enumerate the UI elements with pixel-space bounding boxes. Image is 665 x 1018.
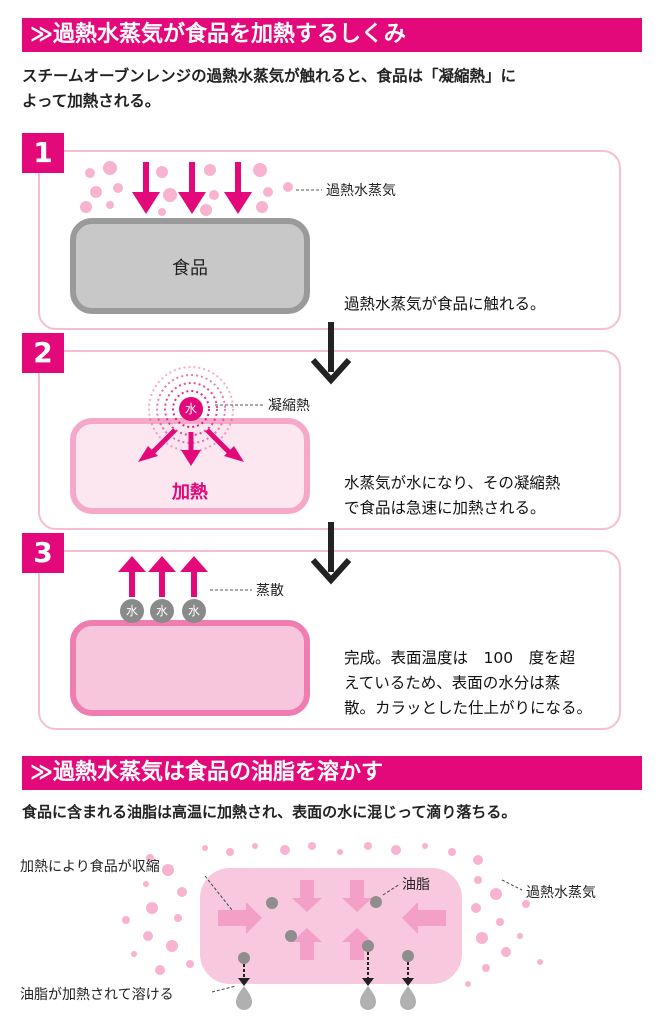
- step-2-caption: 水蒸気が水になり、その凝縮熱 で食品は急速に加熱される。: [344, 471, 560, 521]
- step-3-water-badge-2: 水: [150, 599, 174, 623]
- fat-particles: [238, 896, 414, 964]
- step-1-steam-dots: [80, 161, 293, 216]
- melt-label: 油脂が加熱されて溶ける: [20, 987, 174, 1003]
- step-2-caption-line-2: で食品は急速に加熱される。: [344, 499, 546, 517]
- step-3-caption-line-1: 完成。表面温度は 100 度を超: [344, 649, 576, 667]
- step-3-evaporation-label: 蒸散: [256, 583, 284, 599]
- intro-line-1: スチームオーブンレンジの過熱水蒸気が触れると、食品は「凝縮熱」に: [22, 67, 516, 85]
- fat-label: 油脂: [402, 877, 430, 893]
- step-1-down-arrows: [132, 162, 252, 214]
- section-title-mechanism: ≫過熱水蒸気が食品を加熱するしくみ: [22, 18, 642, 52]
- step-3-caption-line-3: 散。カラッとした仕上がりになる。: [344, 699, 593, 717]
- step-2-caption-line-1: 水蒸気が水になり、その凝縮熱: [344, 474, 561, 492]
- step-1-food-block: 食品: [70, 218, 310, 314]
- intro-line-2: よって加熱される。: [22, 92, 161, 110]
- step-3-caption: 完成。表面温度は 100 度を超 えているため、表面の水分は蒸 散。カラッとした…: [344, 646, 592, 721]
- step-2-condensation-label: 凝縮熱: [268, 398, 310, 414]
- step-1-steam-label: 過熱水蒸気: [326, 183, 396, 199]
- shrink-label: 加熱により食品が収縮: [20, 859, 160, 875]
- step-1-caption-line-1: 過熱水蒸気が食品に触れる。: [344, 295, 546, 313]
- step-2-water-badge: 水: [179, 397, 203, 421]
- steam-label: 過熱水蒸気: [526, 885, 596, 901]
- step-3-water-badge-3: 水: [182, 599, 206, 623]
- step-3-water-badge-1: 水: [120, 599, 144, 623]
- dripping-fat: [236, 952, 416, 1010]
- step-3-up-arrows: [118, 556, 208, 597]
- step-1-caption: 過熱水蒸気が食品に触れる。: [344, 292, 546, 317]
- shrink-arrows: [218, 880, 446, 960]
- step-2-food-label: 加熱: [172, 482, 208, 503]
- step-1-number: 1: [22, 133, 64, 173]
- step-connector-arrows: [310, 322, 352, 585]
- step-3-food-block: [70, 620, 310, 716]
- section-title-fat: ≫過熱水蒸気は食品の油脂を溶かす: [22, 756, 642, 790]
- step-2-number: 2: [22, 333, 64, 373]
- section-2-intro: 食品に含まれる油脂は高温に加熱され、表面の水に混じって滴り落ちる。: [22, 803, 517, 821]
- section-2-steam-dots: [122, 842, 543, 987]
- step-1-food-label: 食品: [172, 258, 208, 279]
- step-2-heat-arrows: [138, 428, 244, 466]
- step-3-number: 3: [22, 533, 64, 573]
- step-3-caption-line-2: えているため、表面の水分は蒸: [344, 674, 561, 692]
- section-intro: スチームオーブンレンジの過熱水蒸気が触れると、食品は「凝縮熱」に よって加熱され…: [22, 64, 516, 114]
- section-2-leaders: [204, 875, 523, 993]
